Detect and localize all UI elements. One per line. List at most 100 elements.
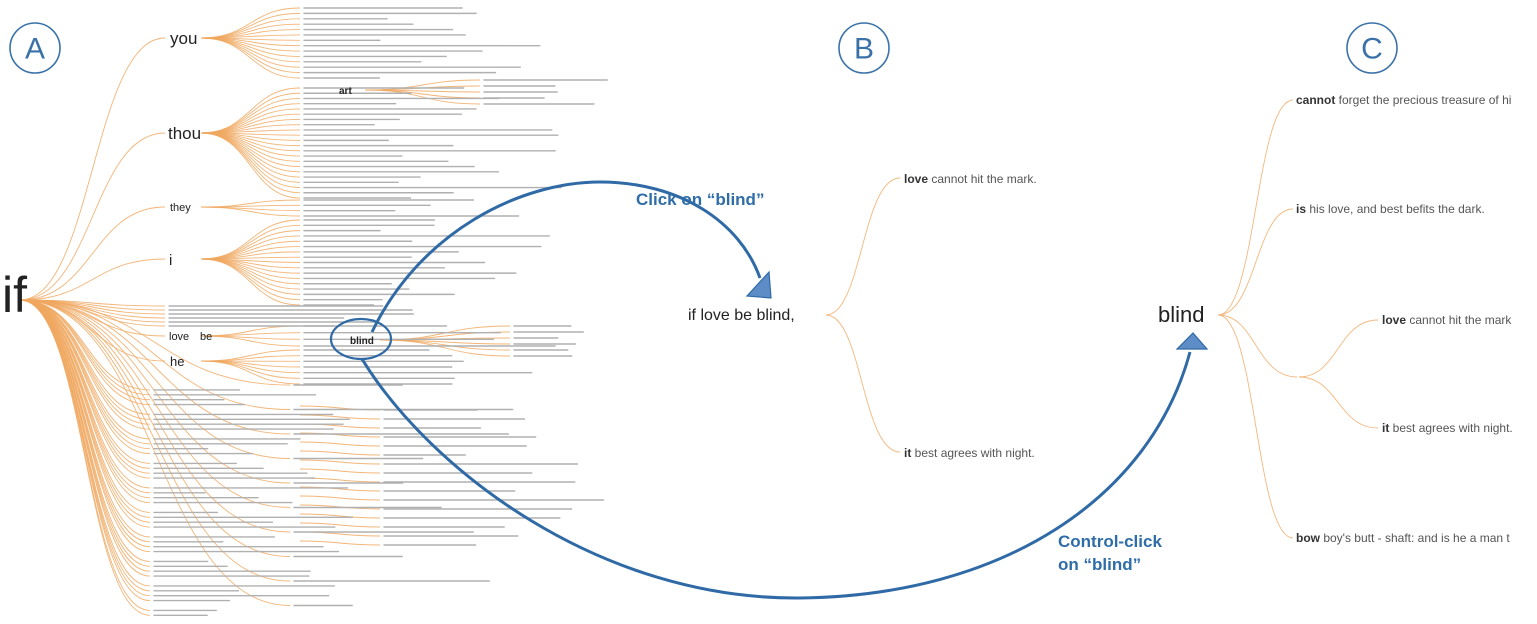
panel-c-label: C (1361, 33, 1383, 66)
branch-to-leaf-edge (200, 360, 301, 385)
root-to-branch-edge (19, 258, 166, 301)
branch-to-leaf-edge (200, 92, 301, 134)
panel-c-item-5[interactable]: bow boy's butt - shaft: and is he a man … (1296, 531, 1510, 545)
sub-word-blind[interactable]: blind (350, 336, 374, 347)
panel-c-item-4[interactable]: it best agrees with night. (1382, 421, 1513, 435)
branch-to-leaf-edge (200, 37, 301, 57)
root-to-leaf-edge (19, 299, 151, 572)
root-to-leaf-edge (19, 299, 151, 577)
click-arrowhead (745, 270, 772, 299)
root-to-leaf-edge (19, 299, 291, 508)
root-word-if[interactable]: if (2, 267, 27, 323)
panel-c-edge-5 (1217, 314, 1294, 539)
blind-highlight-ellipse (329, 317, 393, 361)
root-to-leaf-edge (19, 299, 151, 523)
root-to-branch-edge (19, 206, 166, 301)
root-to-leaf-edge (19, 299, 151, 562)
branch-word-love[interactable]: love (169, 331, 189, 343)
panel-b-bottom-rest: best agrees with night. (911, 446, 1034, 460)
panel-c-edge-2 (1217, 208, 1294, 316)
sub-leaf-edge (299, 414, 381, 420)
branch-to-leaf-edge (200, 332, 301, 337)
root-to-leaf-edge (19, 299, 151, 543)
control-click-arrow (360, 351, 1192, 600)
panel-c-edge-3b (1298, 376, 1379, 429)
branch-to-leaf-edge (200, 37, 301, 79)
branch-to-leaf-edge (200, 240, 301, 260)
blind-leaf-edge (379, 339, 511, 357)
sub-leaf-edge (299, 432, 381, 438)
panel-b-sentence-bottom[interactable]: it best agrees with night. (904, 446, 1035, 460)
control-click-label-line1: Control-click (1058, 532, 1162, 551)
panel-b-edge-top (825, 177, 901, 316)
panel-c-item-5-rest: boy's butt - shaft: and is he a man t (1320, 531, 1510, 545)
branch-word-they[interactable]: they (170, 202, 191, 214)
root-to-leaf-edge (19, 299, 291, 606)
panel-a-label: A (25, 33, 45, 66)
branch-to-leaf-edge (200, 230, 301, 260)
panel-b-bottom-prefix: it (904, 446, 911, 460)
panel-a: A if you thou they i love be he art blin… (2, 7, 608, 616)
sub-leaf-edge (299, 540, 381, 546)
root-to-branch-edge (19, 37, 166, 301)
branch-word-be[interactable]: be (200, 331, 212, 343)
panel-c-root[interactable]: blind (1158, 302, 1204, 327)
branch-word-i[interactable]: i (169, 252, 172, 269)
panel-c-item-4-bold: it (1382, 421, 1389, 435)
root-to-leaf-edge (19, 299, 291, 557)
panel-c-item-3-bold: love (1382, 313, 1406, 327)
control-click-label-line2: on “blind” (1058, 555, 1141, 574)
root-to-leaf-edge (19, 299, 291, 435)
panel-c-item-3-rest: cannot hit the mark (1406, 313, 1512, 327)
sub-word-art[interactable]: art (339, 86, 352, 97)
root-to-leaf-edge (19, 299, 151, 528)
click-callout-label: Click on “blind” (636, 190, 764, 209)
root-to-leaf-edge (19, 299, 151, 513)
panel-c-item-1[interactable]: cannot forget the precious treasure of h… (1296, 93, 1511, 107)
branch-word-thou[interactable]: thou (168, 124, 201, 143)
panel-c-item-1-bold: cannot (1296, 93, 1335, 107)
panel-b-top-rest: cannot hit the mark. (928, 172, 1037, 186)
sub-leaf-edge (299, 450, 381, 456)
branch-word-you[interactable]: you (170, 29, 197, 48)
branch-to-leaf-edge (200, 12, 301, 39)
blind-leaf-edge (379, 339, 511, 351)
branch-word-he[interactable]: he (170, 354, 184, 369)
root-to-leaf-edge (19, 299, 291, 533)
sub-leaf-edge (299, 441, 381, 447)
art-leaf-edge (364, 89, 481, 105)
panel-c-item-3[interactable]: love cannot hit the mark (1382, 313, 1512, 327)
root-to-leaf-edge (19, 299, 291, 459)
root-to-leaf-edge (19, 299, 151, 567)
panel-b-root[interactable]: if love be blind, (688, 307, 795, 324)
panel-b-edge-bottom (825, 314, 901, 453)
root-to-leaf-edge (19, 299, 151, 616)
panel-c-circle (1346, 22, 1398, 74)
panel-c-item-2-bold: is (1296, 202, 1306, 216)
panel-c-item-2[interactable]: is his love, and best befits the dark. (1296, 202, 1485, 216)
sub-leaf-edge (299, 522, 381, 528)
control-click-arrowhead (1175, 332, 1209, 350)
sub-leaf-edge (299, 486, 381, 492)
branch-to-leaf-edge (200, 37, 301, 74)
root-to-leaf-edge (19, 299, 166, 327)
click-arrow (370, 180, 762, 333)
panel-b-sentence-top[interactable]: love cannot hit the mark. (904, 172, 1037, 186)
panel-c-item-2-rest: his love, and best befits the dark. (1306, 202, 1485, 216)
branch-to-leaf-edge (200, 132, 301, 199)
sub-leaf-edge (299, 495, 381, 501)
panel-c-item-1-rest: forget the precious treasure of hi (1335, 93, 1511, 107)
panel-a-leaf-sentences (153, 7, 608, 616)
branch-to-leaf-edge (200, 23, 301, 39)
root-to-branch-edge (19, 132, 166, 301)
sub-leaf-edge (299, 459, 381, 465)
panel-b-label: B (854, 33, 874, 66)
panel-c: C blind cannot forget the precious treas… (1158, 22, 1513, 545)
branch-to-leaf-edge (200, 258, 301, 306)
branch-to-leaf-edge (200, 37, 301, 68)
branch-to-leaf-edge (200, 258, 301, 295)
panel-a-circle (9, 22, 61, 74)
root-to-leaf-edge (19, 299, 151, 611)
branch-to-leaf-edge (200, 335, 301, 347)
